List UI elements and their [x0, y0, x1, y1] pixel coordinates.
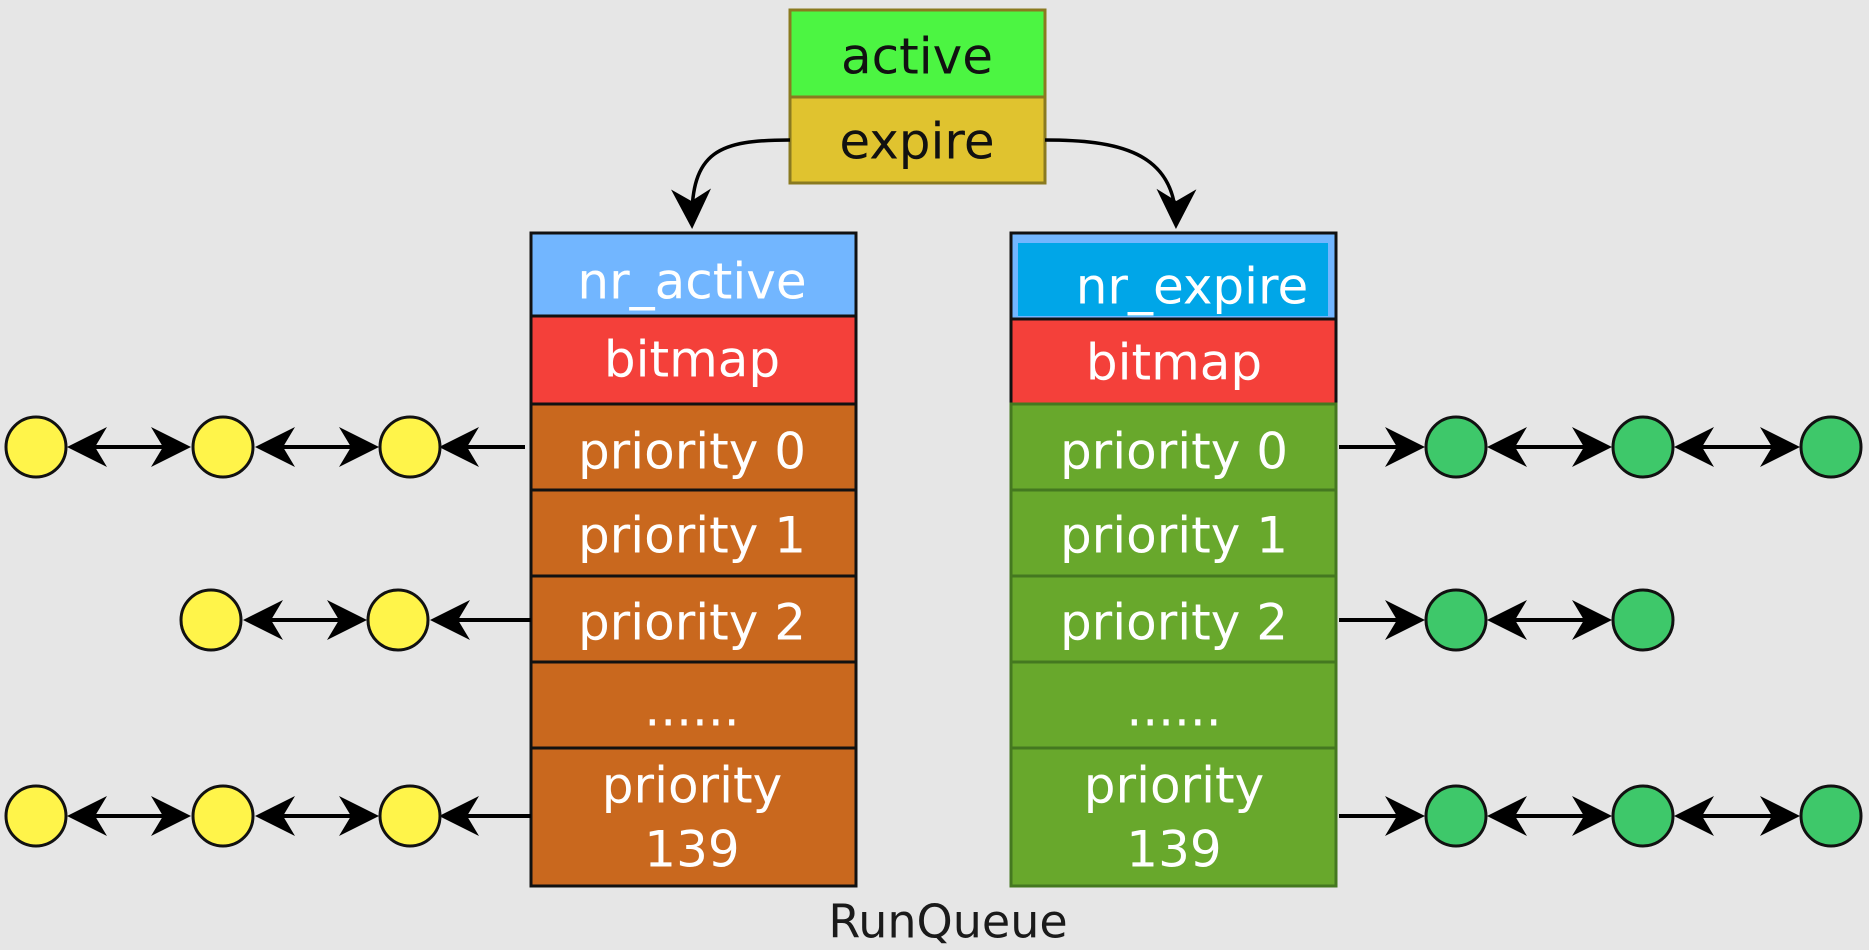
task-node [4, 784, 68, 848]
nr-active-label: nr_active [577, 253, 806, 311]
task-node [366, 588, 430, 652]
active-priority-1-cell [529, 488, 858, 578]
active-pointer-cell [788, 8, 1047, 99]
task-node [1424, 415, 1488, 479]
task-node [1611, 415, 1675, 479]
expire-priority-139-cell [1009, 746, 1338, 888]
active-priority-2-label: priority 2 [578, 594, 806, 652]
active-bitmap-cell [529, 314, 858, 406]
expire-priority-139-label-line1: priority [1084, 757, 1264, 815]
task-node [378, 784, 442, 848]
expire-priority-2-cell [1009, 574, 1338, 664]
expire-priority-1-label: priority 1 [1060, 507, 1288, 565]
expire-task-list-priority-2 [1339, 588, 1675, 652]
expire-task-list-priority-139 [1339, 784, 1863, 848]
expire-priority-139-label-line2: 139 [1126, 821, 1221, 879]
diagram-caption: RunQueue [828, 895, 1067, 949]
active-task-list-priority-2 [179, 588, 531, 652]
task-node [1799, 415, 1863, 479]
nr-expire-cell [1018, 243, 1328, 316]
active-priority-0-label: priority 0 [578, 423, 806, 481]
task-node [1611, 588, 1675, 652]
expire-ellipsis-cell [1009, 660, 1338, 750]
active-priority-139-label-line2: 139 [644, 821, 739, 879]
task-node [179, 588, 243, 652]
expire-priority-1-cell [1009, 488, 1338, 578]
task-node [1799, 784, 1863, 848]
task-node [4, 415, 68, 479]
expire-pointer-cell [788, 95, 1047, 185]
expire-pointer-label: expire [839, 113, 994, 171]
expire-task-list-priority-0 [1339, 415, 1863, 479]
expire-priority-array: nr_expire bitmap priority 0 priority 1 p… [1009, 231, 1338, 888]
active-ellipsis-label: ...... [644, 680, 739, 738]
active-ellipsis-cell [529, 660, 858, 750]
task-node [378, 415, 442, 479]
task-node [191, 415, 255, 479]
active-priority-139-label-line1: priority [602, 757, 782, 815]
nr-expire-label: nr_expire [1076, 258, 1309, 316]
task-node [1424, 784, 1488, 848]
task-node [1611, 784, 1675, 848]
expire-priority-2-label: priority 2 [1060, 594, 1288, 652]
active-pointer-arrow [671, 138, 791, 229]
active-priority-1-label: priority 1 [578, 507, 806, 565]
active-pointer-label: active [841, 28, 993, 86]
active-priority-array: nr_active bitmap priority 0 priority 1 p… [529, 231, 858, 888]
expire-priority-0-cell [1009, 402, 1338, 492]
task-node [191, 784, 255, 848]
active-task-list-priority-0 [4, 415, 525, 479]
active-expire-pointer-box: active expire [788, 8, 1047, 185]
task-node [1424, 588, 1488, 652]
expire-pointer-arrow [1044, 138, 1197, 229]
active-task-list-priority-139 [4, 784, 531, 848]
expire-bitmap-label: bitmap [1086, 334, 1262, 392]
expire-priority-0-label: priority 0 [1060, 423, 1288, 481]
expire-ellipsis-label: ...... [1126, 680, 1221, 738]
active-bitmap-label: bitmap [604, 331, 780, 389]
